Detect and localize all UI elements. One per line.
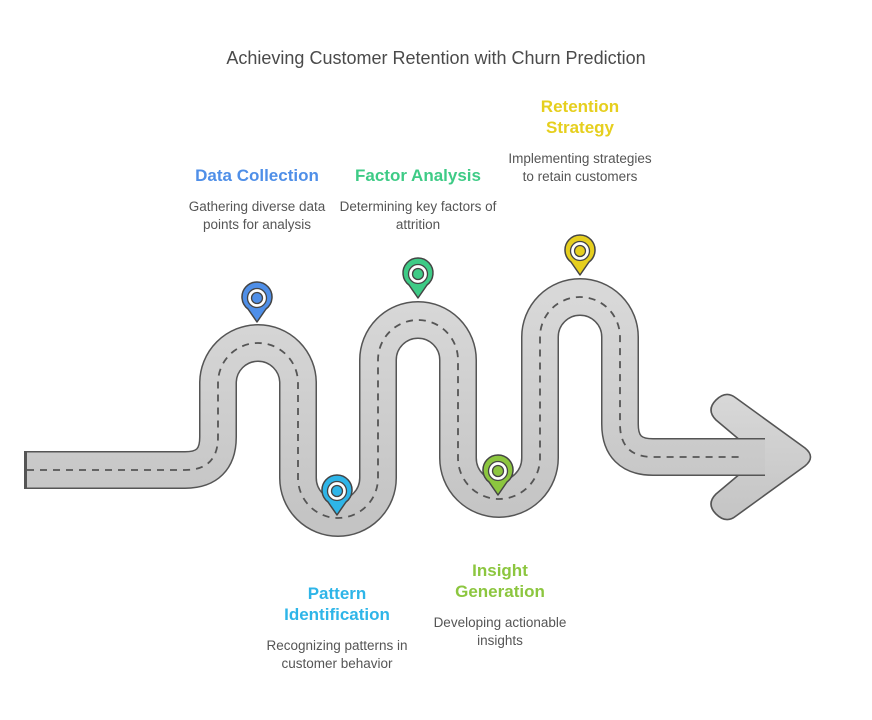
road-start-cap — [24, 451, 27, 489]
step-description: Determining key factors of attrition — [339, 199, 497, 232]
map-pin-icon — [321, 474, 353, 516]
road-center-line — [27, 296, 740, 519]
diagram-title: Achieving Customer Retention with Churn … — [226, 48, 646, 68]
step-description: Implementing strategies to retain custom… — [508, 151, 652, 184]
road-surface — [25, 279, 765, 536]
step-heading: Factor Analysis — [355, 166, 481, 185]
step-heading: Retention Strategy — [540, 97, 620, 137]
step-description: Gathering diverse data points for analys… — [188, 199, 326, 232]
step-heading: Data Collection — [195, 166, 319, 185]
step-description: Developing actionable insights — [433, 615, 567, 648]
step-heading: Pattern Identification — [284, 584, 390, 624]
map-pin-icon — [482, 454, 514, 496]
step-description: Recognizing patterns in customer behavio… — [266, 638, 408, 671]
step-heading: Insight Generation — [455, 561, 545, 601]
map-pin-icon — [564, 234, 596, 276]
map-pin-icon — [241, 281, 273, 323]
map-pin-icon — [402, 257, 434, 299]
